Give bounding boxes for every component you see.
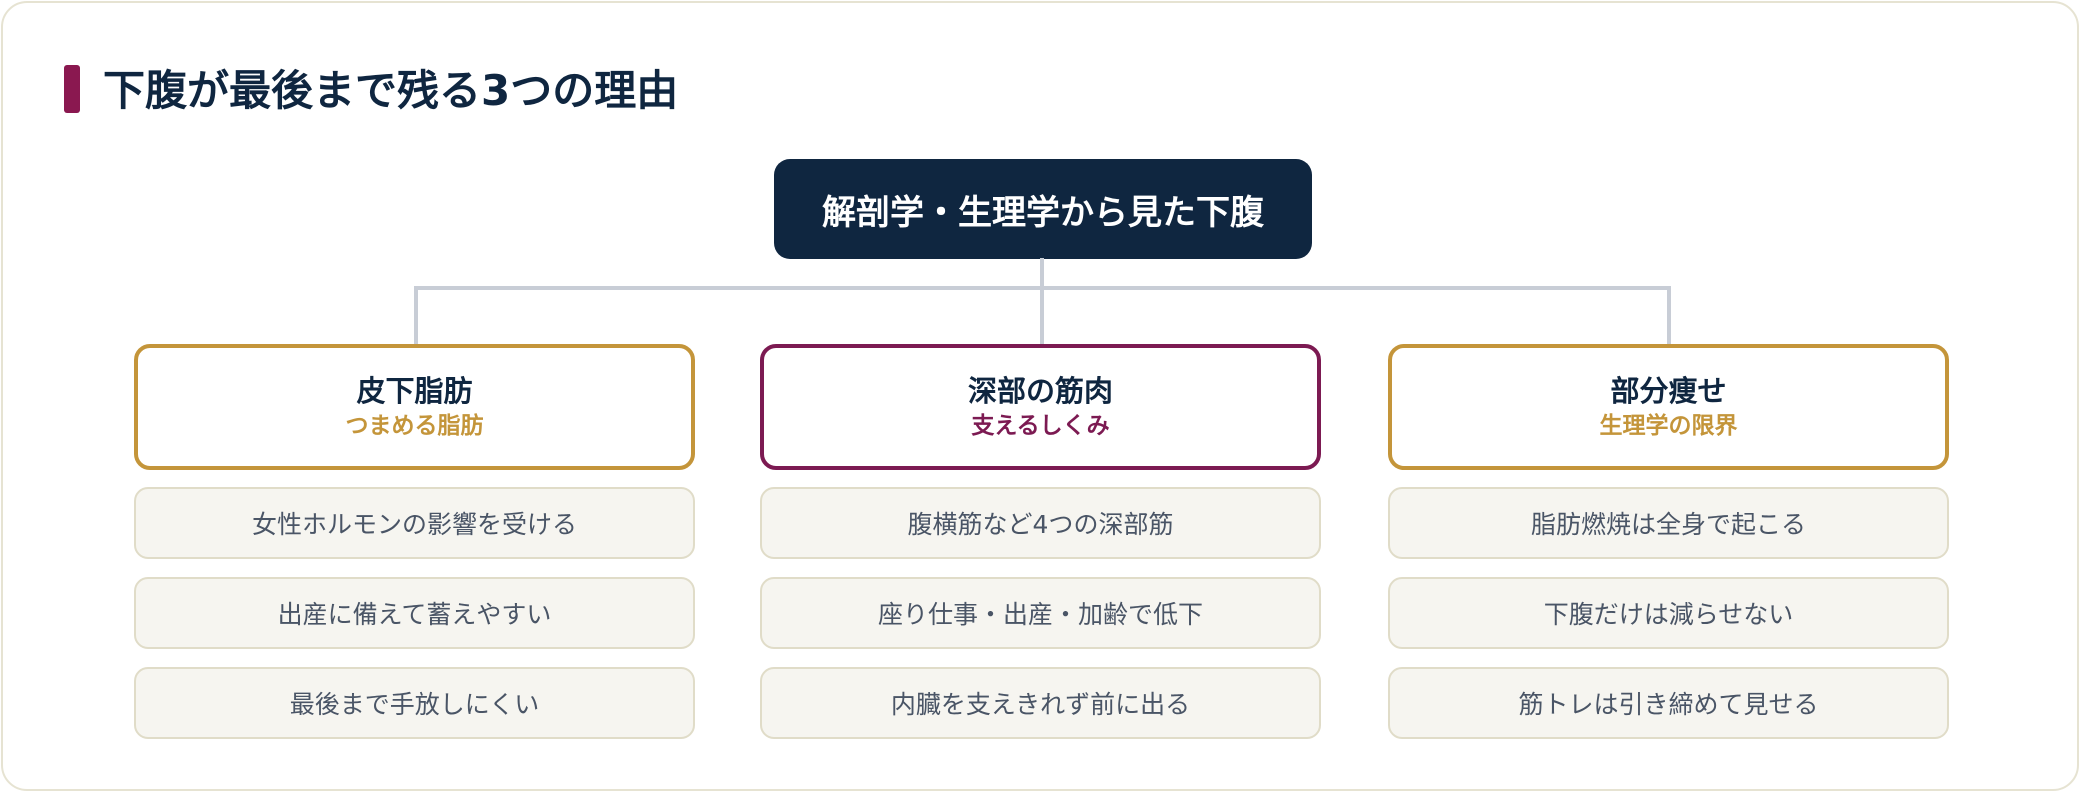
category-subtitle: 支えるしくみ: [971, 413, 1110, 439]
connector-right: [1667, 286, 1671, 345]
category-title: 部分痩せ: [1610, 374, 1727, 408]
root-node-label: 解剖学・生理学から見た下腹: [822, 192, 1264, 233]
root-node: 解剖学・生理学から見た下腹: [774, 159, 1312, 259]
list-item: 腹横筋など4つの深部筋: [760, 487, 1321, 559]
category-spot-reduction: 部分痩せ 生理学の限界: [1388, 344, 1949, 470]
list-item: 筋トレは引き締めて見せる: [1388, 667, 1949, 739]
connector-middle: [1040, 286, 1044, 345]
connector-root-stem: [1040, 258, 1044, 288]
category-title: 深部の筋肉: [967, 374, 1113, 408]
list-item: 出産に備えて蓄えやすい: [134, 577, 695, 649]
category-subtitle: 生理学の限界: [1599, 413, 1738, 439]
list-item: 脂肪燃焼は全身で起こる: [1388, 487, 1949, 559]
list-item: 女性ホルモンの影響を受ける: [134, 487, 695, 559]
list-item: 下腹だけは減らせない: [1388, 577, 1949, 649]
category-deep-muscle: 深部の筋肉 支えるしくみ: [760, 344, 1321, 470]
list-item: 座り仕事・出産・加齢で低下: [760, 577, 1321, 649]
title-accent-bar: [64, 65, 80, 113]
category-subtitle: つまめる脂肪: [345, 413, 484, 439]
category-subcutaneous-fat: 皮下脂肪 つまめる脂肪: [134, 344, 695, 470]
list-item: 内臓を支えきれず前に出る: [760, 667, 1321, 739]
list-item: 最後まで手放しにくい: [134, 667, 695, 739]
connector-left: [414, 286, 418, 345]
category-title: 皮下脂肪: [356, 374, 473, 408]
page-title: 下腹が最後まで残る3つの理由: [103, 66, 679, 115]
